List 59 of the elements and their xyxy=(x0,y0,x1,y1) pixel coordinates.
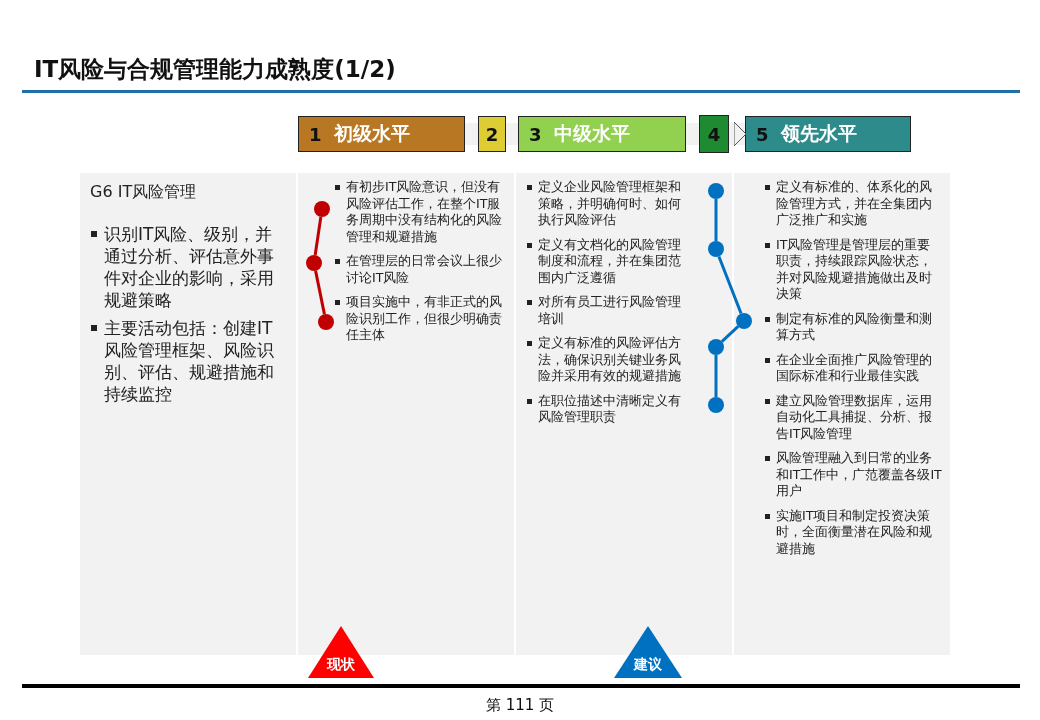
circle-marker xyxy=(736,313,752,329)
level-number: 5 xyxy=(756,123,769,145)
title: IT风险与合规管理能力成熟度(1/2) xyxy=(34,55,396,84)
bullet-text: 定义企业风险管理框架和策略，并明确何时、如何执行风险评估 xyxy=(526,179,692,229)
row-heading: G6 IT风险管理 xyxy=(90,181,198,203)
bullet-text: 建立风险管理数据库，运用自动化工具捕捉、分析、报告IT风险管理 xyxy=(764,392,942,442)
bullet-text: IT风险管理是管理层的重要职责，持续跟踪风险状态，并对风险规避措施做出及时决策 xyxy=(764,236,942,303)
page-number: 第 111 页 xyxy=(485,696,555,714)
level-number: 2 xyxy=(485,123,499,145)
bullet-text: 定义有文档化的风险管理制度和流程，并在集团范围内广泛遵循 xyxy=(526,236,692,286)
circle-marker xyxy=(708,183,724,199)
level-box xyxy=(478,116,506,152)
level-box xyxy=(699,115,729,153)
triangle-marker xyxy=(614,626,682,678)
bullet-text: 对所有员工进行风险管理培训 xyxy=(526,294,692,327)
circle-marker xyxy=(306,255,322,271)
circle-marker xyxy=(708,241,724,257)
level-box xyxy=(745,116,911,152)
connector-line xyxy=(313,216,323,256)
level-box xyxy=(298,116,465,152)
level-label: 领先水平 xyxy=(780,121,857,146)
column-panel xyxy=(80,173,296,655)
column-panel xyxy=(298,173,514,655)
triangle-marker xyxy=(308,626,374,678)
circle-marker xyxy=(318,314,334,330)
bullet-text: 主要活动包括：创建IT风险管理框架、风险识别、评估、规避措施和持续监控 xyxy=(90,317,288,405)
bullet-text: 在管理层的日常会议上很少讨论IT风险 xyxy=(334,253,506,286)
connector-line xyxy=(720,325,740,343)
connector-line xyxy=(314,270,326,315)
column-panel xyxy=(734,173,950,655)
level-number: 4 xyxy=(707,123,721,145)
level-label: 中级水平 xyxy=(553,121,630,146)
level-number: 3 xyxy=(529,123,542,145)
bullet-text: 定义有标准的风险评估方法，确保识别关键业务风险并采用有效的规避措施 xyxy=(526,335,692,385)
marker-label: 建议 xyxy=(634,656,662,674)
bullet-text: 实施IT项目和制定投资决策时，全面衡量潜在风险和规避措施 xyxy=(764,507,942,557)
connector-line xyxy=(714,355,718,397)
level-box xyxy=(518,116,686,152)
bullet-text: 风险管理融入到日常的业务和IT工作中，广范覆盖各级IT用户 xyxy=(764,450,942,500)
bullet-text: 制定有标准的风险衡量和测算方式 xyxy=(764,310,942,344)
bullet-text: 在职位描述中清晰定义有风险管理职责 xyxy=(526,392,692,426)
level-label: 初级水平 xyxy=(333,121,410,146)
circle-marker xyxy=(708,397,724,413)
column-panel xyxy=(516,173,732,655)
connector-bar xyxy=(506,123,518,145)
bullet-text: 定义有标准的、体系化的风险管理方式，并在全集团内广泛推广和实施 xyxy=(764,179,942,229)
level-number: 1 xyxy=(309,123,322,145)
bullet-text: 识别IT风险、级别，并通过分析、评估意外事件对企业的影响，采用规避策略 xyxy=(90,223,288,311)
connector-line xyxy=(714,199,718,241)
connector-bar xyxy=(729,121,747,147)
bullet-text: 项目实施中，有非正式的风险识别工作，但很少明确责任主体 xyxy=(334,294,506,344)
circle-marker xyxy=(314,201,330,217)
bullet-text: 有初步IT风险意识，但没有风险评估工作，在整个IT服务周期中没有结构化的风险管理和规避措施 xyxy=(334,179,506,245)
bullet-text: 在企业全面推广风险管理的国际标准和行业最佳实践 xyxy=(764,351,942,385)
connector-line xyxy=(717,255,743,315)
circle-marker xyxy=(708,339,724,355)
marker-label: 现状 xyxy=(327,656,355,674)
connector-bar xyxy=(465,123,478,145)
connector-bar xyxy=(686,123,699,145)
